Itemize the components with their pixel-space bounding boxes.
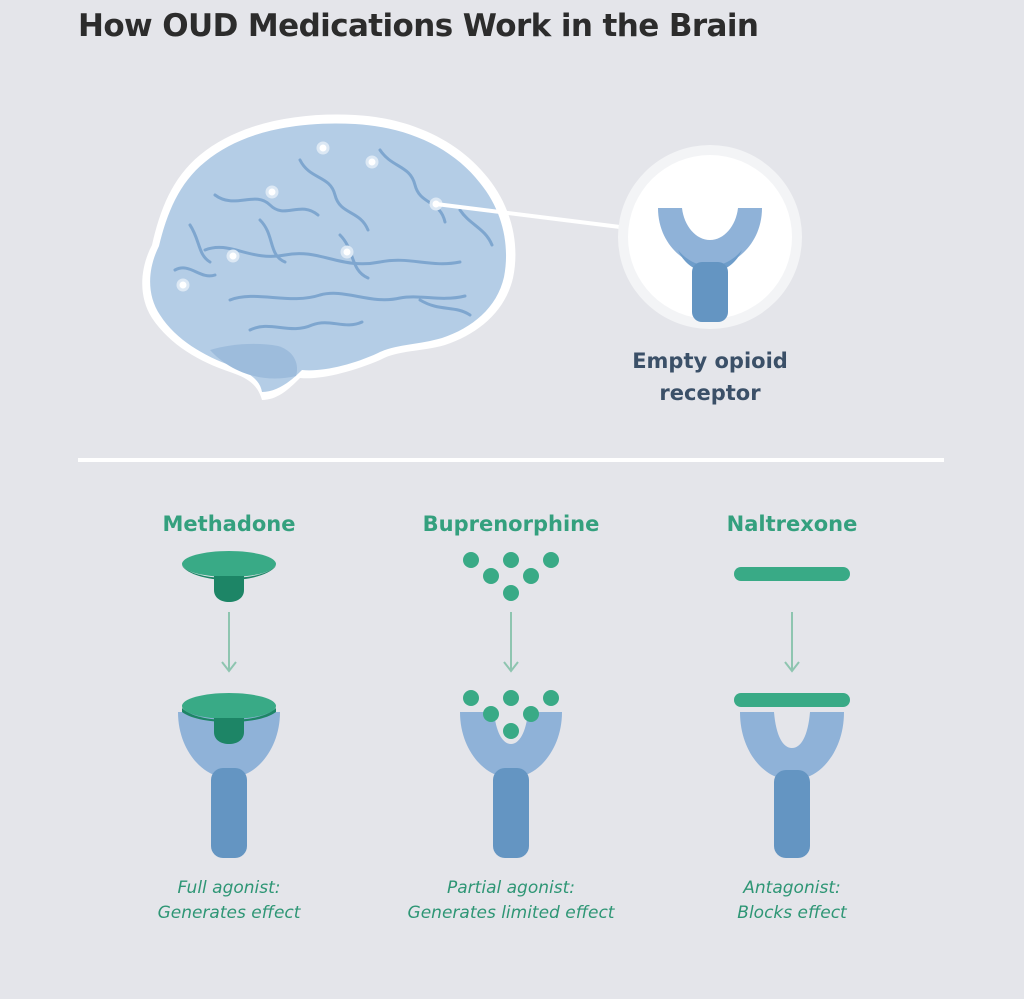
receptor-label: Empty opioid receptor xyxy=(610,345,810,409)
brain-cerebellum xyxy=(210,343,298,379)
buprenorphine-molecules-top xyxy=(463,552,559,601)
callout-circle xyxy=(628,155,792,319)
methadone-molecule-top xyxy=(182,551,276,602)
methadone-bound-receptor xyxy=(178,693,280,858)
methadone-description-line2: Generates effect xyxy=(157,903,301,923)
methadone-description: Full agonist: Generates effect xyxy=(79,876,379,926)
buprenorphine-description-line1: Partial agonist: xyxy=(447,878,575,898)
buprenorphine-bound-receptor xyxy=(460,690,562,858)
methadone-description-line1: Full agonist: xyxy=(177,878,281,898)
naltrexone-label: Naltrexone xyxy=(726,512,858,536)
naltrexone-blocked-receptor xyxy=(734,693,850,858)
section-divider xyxy=(78,458,944,462)
receptor-dots xyxy=(176,141,443,292)
buprenorphine-description-line2: Generates limited effect xyxy=(407,903,615,923)
methadone-arrow xyxy=(221,612,237,673)
page-title: How OUD Medications Work in the Brain xyxy=(78,8,759,44)
buprenorphine-description: Partial agonist: Generates limited effec… xyxy=(361,876,661,926)
receptor-label-line1: Empty opioid xyxy=(632,349,788,373)
buprenorphine-label: Buprenorphine xyxy=(422,512,600,536)
naltrexone-molecule-top xyxy=(734,567,850,581)
callout-receptor xyxy=(658,208,762,322)
naltrexone-description-line1: Antagonist: xyxy=(743,878,841,898)
naltrexone-description: Antagonist: Blocks effect xyxy=(642,876,942,926)
receptor-label-line2: receptor xyxy=(659,381,761,405)
brain-illustration xyxy=(142,114,516,401)
callout-connector xyxy=(435,202,629,230)
buprenorphine-arrow xyxy=(503,612,519,673)
methadone-label: Methadone xyxy=(162,512,296,536)
naltrexone-arrow xyxy=(784,612,800,673)
naltrexone-description-line2: Blocks effect xyxy=(737,903,847,923)
